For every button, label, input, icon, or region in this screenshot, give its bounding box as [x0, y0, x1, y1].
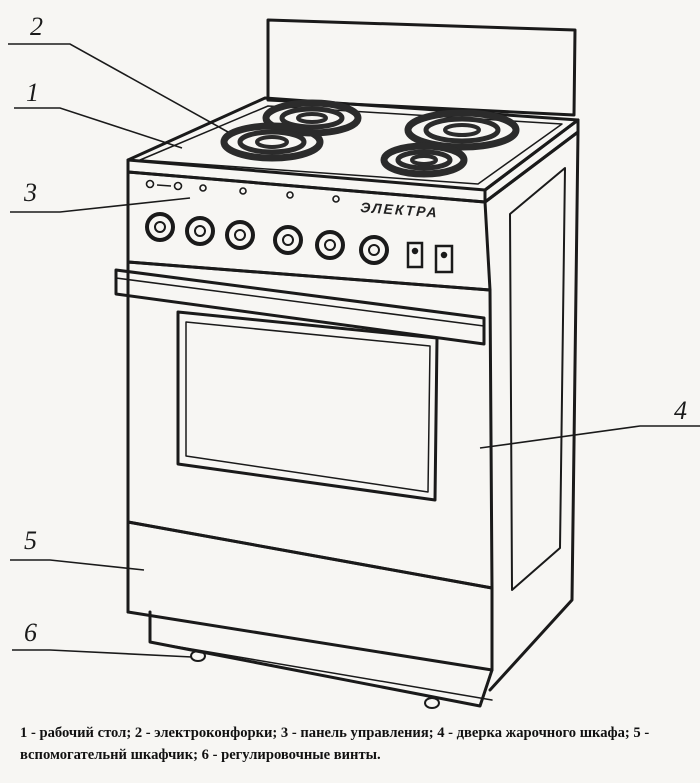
back-splash	[266, 18, 577, 117]
knob-4	[273, 225, 303, 255]
leader-4	[479, 425, 700, 449]
knob-1	[145, 212, 175, 242]
door-window	[176, 310, 439, 502]
callout-1: 1	[26, 78, 39, 107]
leader-2	[8, 43, 229, 133]
brand-label: ЭЛЕКТРА	[360, 199, 440, 220]
knob-3	[225, 220, 255, 250]
knob-5	[315, 230, 345, 260]
leader-1	[14, 107, 183, 149]
knob-2	[185, 216, 215, 246]
burners	[220, 99, 520, 178]
control-knobs	[145, 212, 389, 265]
leader-6	[12, 649, 193, 658]
burner-back-right	[404, 109, 520, 151]
leader-5	[10, 559, 145, 571]
plinth	[148, 610, 494, 708]
burner-front-right	[380, 142, 468, 178]
burner-front-left	[220, 122, 324, 162]
foot-left	[190, 650, 206, 662]
knob-6	[359, 235, 389, 265]
stove-diagram: ЭЛЕКТРА	[8, 18, 700, 709]
panel-indicators	[145, 179, 340, 203]
side-panel	[483, 130, 580, 692]
callout-4: 4	[674, 396, 687, 425]
callout-2: 2	[30, 12, 43, 41]
door-handle	[114, 268, 486, 346]
foot-right	[424, 697, 440, 709]
callout-6: 6	[24, 618, 37, 647]
panel-switches	[406, 241, 454, 274]
side-inset	[509, 167, 566, 591]
leader-lines	[8, 43, 700, 658]
figure-caption: 1 - рабочий стол; 2 - электроконфорки; 3…	[20, 725, 650, 763]
callout-5: 5	[24, 526, 37, 555]
callout-3: 3	[24, 178, 37, 207]
leader-3	[10, 197, 191, 213]
